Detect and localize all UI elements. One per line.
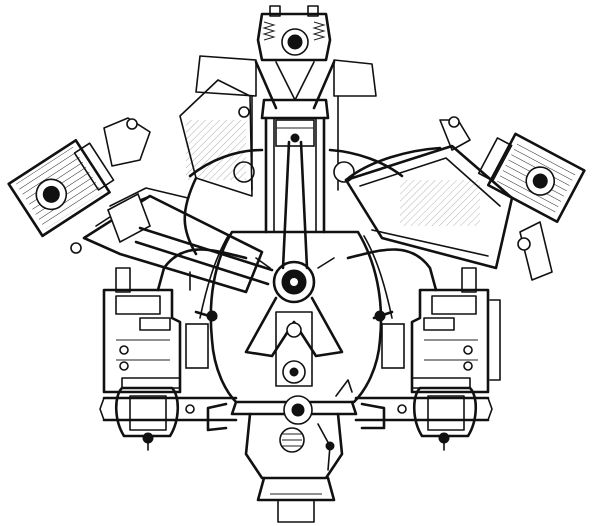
oil-and-fuel-lines bbox=[156, 148, 438, 319]
left-carburettor bbox=[102, 267, 191, 451]
engine-mount-beam bbox=[99, 396, 493, 422]
top-inlet-manifold bbox=[195, 55, 257, 97]
top-cam-cover bbox=[256, 12, 332, 62]
right-float-chamber bbox=[412, 386, 478, 438]
left-float-chamber bbox=[114, 386, 180, 438]
left-cylinder bbox=[7, 79, 274, 294]
left-carburettor-body bbox=[102, 288, 182, 394]
top-valve-spring-left bbox=[262, 21, 276, 41]
top-cylinder-barrel bbox=[264, 116, 326, 234]
right-carburettor bbox=[410, 267, 501, 451]
accessory-drive-column bbox=[275, 311, 313, 387]
right-cylinder bbox=[344, 116, 586, 281]
right-magneto-boss bbox=[381, 323, 405, 369]
right-exhaust-stub bbox=[519, 221, 553, 281]
top-connecting-rod bbox=[281, 140, 309, 270]
crank-web-arms bbox=[244, 296, 344, 358]
right-carburettor-body bbox=[410, 288, 490, 394]
right-cylinder-barrel bbox=[344, 144, 514, 270]
left-piston bbox=[107, 192, 151, 244]
right-cylinder-head bbox=[486, 132, 586, 224]
crankshaft-main bbox=[272, 260, 316, 304]
crankcase-outline bbox=[209, 230, 383, 404]
top-valve-spring-right bbox=[312, 21, 326, 41]
top-exhaust-manifold bbox=[333, 59, 377, 97]
drain-fitting bbox=[277, 499, 315, 523]
left-cylinder-head bbox=[7, 138, 111, 238]
left-magneto-boss bbox=[185, 323, 209, 369]
oil-sump bbox=[244, 412, 344, 480]
sump-base bbox=[256, 476, 336, 502]
top-valve-v bbox=[275, 61, 315, 101]
crankcase bbox=[185, 230, 405, 523]
